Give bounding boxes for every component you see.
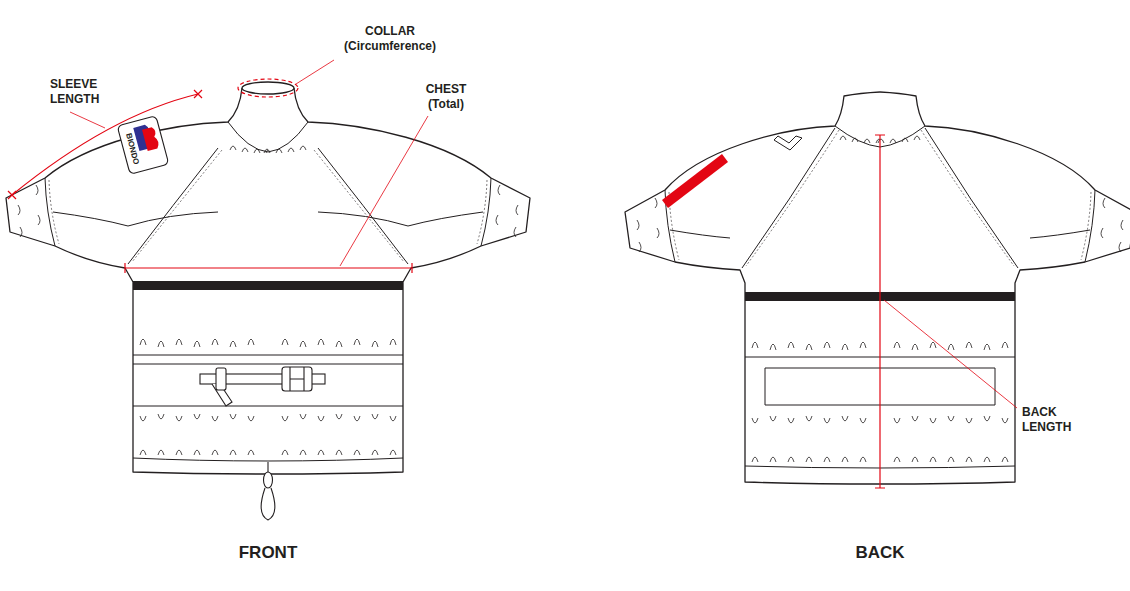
drawcord	[261, 462, 275, 520]
collar-leader	[296, 60, 334, 84]
logo	[117, 116, 169, 175]
slider	[216, 368, 226, 390]
measure-lines	[8, 90, 412, 273]
front-left	[6, 88, 272, 474]
logo-text: BIONDO	[121, 124, 144, 175]
sleeve-end-marks	[8, 90, 202, 199]
toggle	[264, 472, 273, 488]
back-right	[878, 92, 1130, 484]
sleeve-stripe	[662, 154, 728, 208]
collar-top	[242, 82, 294, 94]
logo-red	[142, 126, 160, 150]
chest-line	[125, 263, 412, 273]
view-title: FRONT	[168, 542, 368, 563]
cord-loop	[261, 488, 275, 520]
measure-label: SLEEVE LENGTH	[50, 77, 120, 107]
chest-leader	[340, 116, 428, 266]
view-title: BACK	[780, 542, 980, 563]
belt-strap	[200, 367, 325, 406]
measure-label: CHEST (Total)	[415, 82, 477, 112]
measure-label: BACK LENGTH	[1022, 405, 1084, 435]
collar-measure	[238, 79, 298, 97]
back-left	[625, 92, 882, 484]
back-measure	[875, 135, 1017, 488]
sleeve-leader	[70, 112, 105, 128]
measure-label: COLLAR (Circumference)	[330, 24, 450, 54]
leader-lines	[70, 60, 428, 266]
back-leader	[884, 300, 1017, 408]
cord	[267, 462, 268, 472]
back-length-line	[875, 135, 885, 488]
sleeve-arc	[12, 94, 198, 195]
neck-tab	[774, 136, 802, 150]
buckle-detail	[290, 367, 304, 391]
logo-tag	[117, 116, 169, 175]
buckle	[282, 367, 312, 391]
front-right	[264, 88, 530, 474]
